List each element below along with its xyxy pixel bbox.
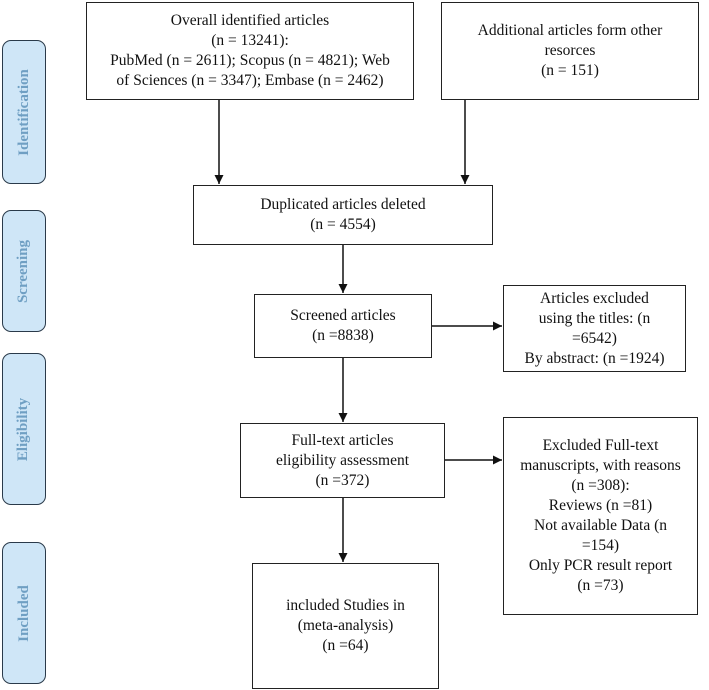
duplicates-line-1: Duplicated articles deleted [260,196,426,213]
fulltext-assessment-box: Full-text articles eligibility assessmen… [240,423,445,498]
excluded-fulltext-line-7: Only PCR result report [528,557,673,574]
included-line-3: (n =64) [322,637,369,654]
excluded-screening-line-3: =6542) [572,329,617,347]
duplicates-line-2: (n = 4554) [310,216,376,233]
excluded-fulltext-line-5: Not available Data (n [534,517,667,534]
additional-line-3: (n = 151) [541,62,599,79]
included-studies-box: included Studies in (meta-analysis) (n =… [252,563,439,689]
excluded-fulltext-line-2: manuscripts, with reasons [520,457,681,474]
screened-line-1: Screened articles [290,307,396,324]
excluded-fulltext-line-8: (n =73) [577,577,624,594]
fulltext-line-3: (n =372) [315,471,370,489]
identified-line-2: (n = 13241): [211,32,289,49]
duplicates-deleted-box: Duplicated articles deleted (n = 4554) [193,185,493,245]
additional-line-2: resorces [544,42,596,59]
excluded-screening-line-2: using the titles: (n [538,309,651,327]
fulltext-line-1: Full-text articles [291,431,394,449]
fulltext-line-2: eligibility assessment [275,451,410,469]
included-line-2: (meta-analysis) [297,617,394,634]
identified-line-4: of Sciences (n = 3347); Embase (n = 2462… [116,72,384,89]
stage-identification: Identification [2,40,46,184]
excluded-screening-line-1: Articles excluded [540,289,649,307]
identified-line-3: PubMed (n = 2611); Scopus (n = 4821); We… [110,52,390,69]
stage-included: Included [2,542,46,684]
included-line-1: included Studies in [286,597,405,614]
excluded-screening-box: Articles excluded using the titles: (n =… [503,285,686,372]
excluded-fulltext-line-4: Reviews (n =81) [548,497,653,514]
excluded-screening-line-4: By abstract: (n =1924) [524,349,665,367]
excluded-fulltext-line-3: (n =308): [571,477,630,494]
identified-line-1: Overall identified articles [170,12,330,29]
additional-articles-box: Additional articles form other resorces … [441,2,699,100]
screened-articles-box: Screened articles (n =8838) [254,294,432,358]
excluded-fulltext-line-6: =154) [581,537,620,554]
identified-articles-box: Overall identified articles (n = 13241):… [86,2,414,100]
screened-line-2: (n =8838) [312,327,374,344]
excluded-fulltext-line-1: Excluded Full-text [542,437,659,454]
excluded-fulltext-box: Excluded Full-text manuscripts, with rea… [503,417,698,615]
additional-line-1: Additional articles form other [477,22,663,39]
stage-screening: Screening [2,210,46,332]
stage-eligibility: Eligibility [2,353,46,505]
